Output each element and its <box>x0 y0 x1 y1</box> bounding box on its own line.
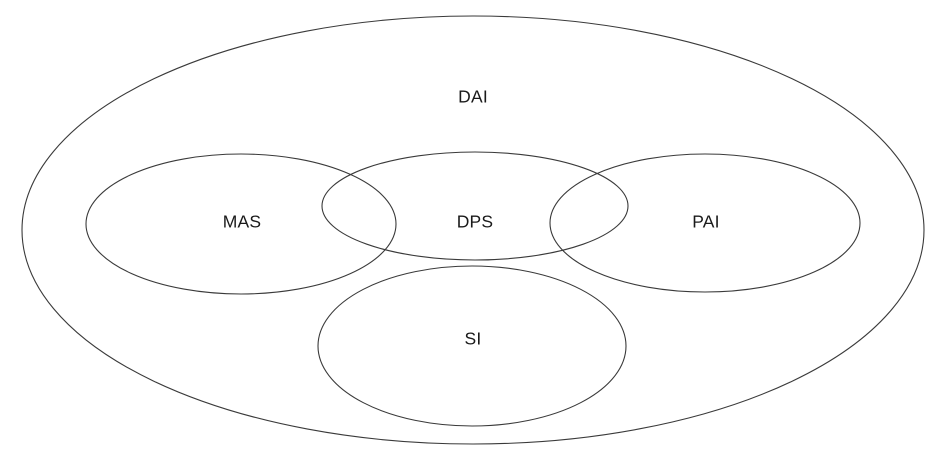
ellipse-pai <box>550 154 860 292</box>
label-pai: PAI <box>692 212 720 232</box>
label-dps: DPS <box>457 212 494 232</box>
ellipse-dai <box>22 16 924 444</box>
ellipse-si <box>318 266 626 426</box>
label-dai: DAI <box>458 87 488 107</box>
label-mas: MAS <box>223 212 262 232</box>
ellipse-mas <box>86 154 396 294</box>
ellipse-dps <box>322 152 628 260</box>
label-si: SI <box>465 329 482 349</box>
